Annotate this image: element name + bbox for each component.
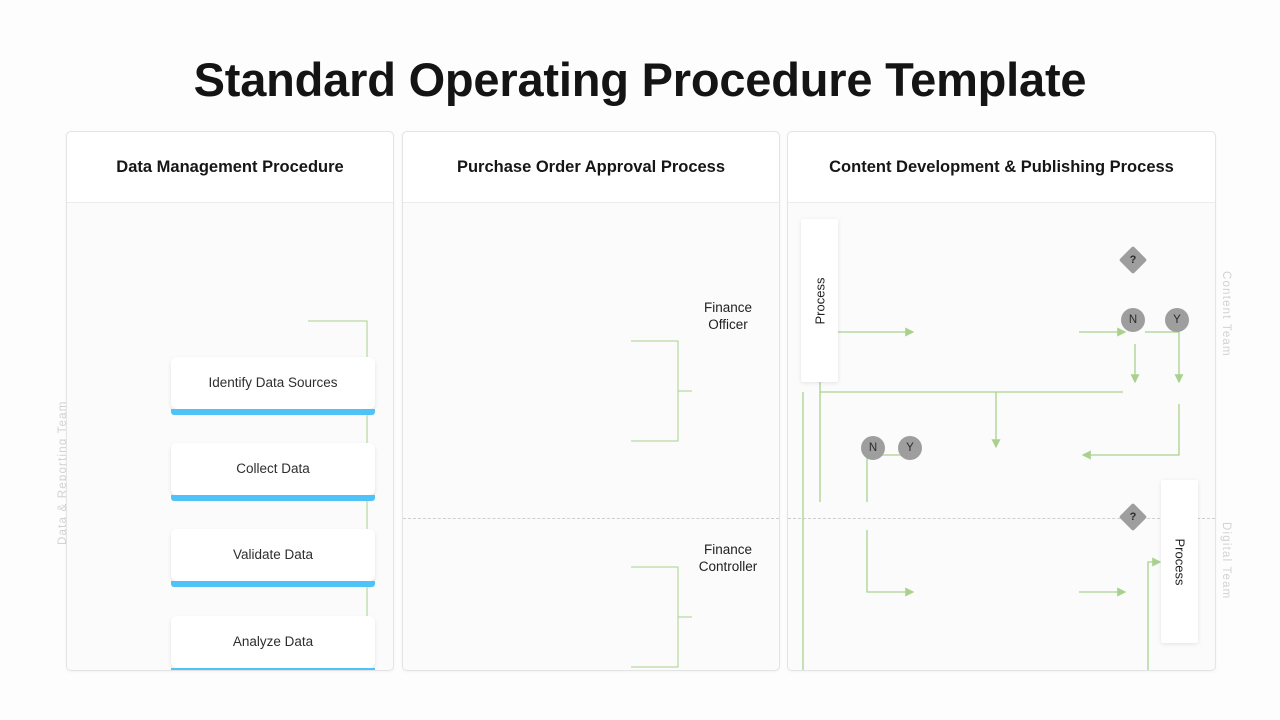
connector-lines-panel2 (631, 340, 692, 668)
decision-mark: Y (1173, 314, 1181, 326)
panel-header-content-publishing: Content Development & Publishing Process (788, 132, 1215, 203)
decision-mark: ? (1129, 254, 1137, 266)
panel-data-management: Data Management Procedure Identify Data … (66, 131, 394, 671)
panel-header-data-management: Data Management Procedure (67, 132, 393, 203)
decision-diamond-develop-content[interactable]: ? (1118, 245, 1148, 275)
role-label-line1: Finance (703, 542, 753, 557)
process-tab-left[interactable]: Process (801, 219, 838, 382)
role-label-line2: Officer (708, 316, 748, 332)
decision-mark: Y (906, 442, 914, 454)
node-accent-bar (171, 409, 375, 415)
process-tab-right[interactable]: Process (1161, 480, 1198, 643)
process-tab-label: Process (1172, 538, 1187, 585)
decision-yes-editorial-review[interactable]: Y (898, 436, 922, 460)
decision-diamond-final-approval[interactable]: ? (1118, 502, 1148, 532)
panel-body-content-publishing: Develop Content Editorial Review Final A… (788, 202, 1215, 670)
decision-no-editorial-review[interactable]: N (861, 436, 885, 460)
page-title: Standard Operating Procedure Template (193, 53, 1087, 106)
lane-label-digital-team: Digital Team (1220, 522, 1232, 600)
role-label-line1: Finance (703, 300, 753, 315)
connector-lines-panel1 (308, 320, 368, 670)
swimlane-divider-panel2 (403, 518, 779, 519)
panel-purchase-order: Purchase Order Approval Process Raise Pu… (402, 131, 780, 671)
node-label: Validate Data (232, 547, 314, 563)
node-label: Identify Data Sources (208, 375, 338, 391)
node-accent-bar (171, 495, 375, 501)
panel-body-purchase-order: Raise Purchase Order Verify Budget Avail… (403, 202, 779, 670)
decision-mark: N (1128, 314, 1138, 326)
node-label: Analyze Data (232, 634, 314, 650)
panel-body-data-management: Identify Data Sources Collect Data Valid… (67, 202, 393, 670)
lane-label-content-team: Content Team (1220, 271, 1232, 357)
node-identify-data-sources[interactable]: Identify Data Sources (171, 357, 375, 415)
node-validate-data[interactable]: Validate Data (171, 529, 375, 587)
role-label-finance-officer: Finance Officer (660, 300, 796, 334)
node-collect-data[interactable]: Collect Data (171, 443, 375, 501)
panel-title: Data Management Procedure (116, 157, 344, 176)
decision-yes-develop-content[interactable]: Y (1165, 308, 1189, 332)
role-label-finance-controller: Finance Controller (660, 542, 796, 576)
connector-lines-panel3 (802, 327, 1184, 670)
decision-no-develop-content[interactable]: N (1121, 308, 1145, 332)
process-tab-label: Process (812, 277, 827, 324)
swimlane-divider-panel3 (788, 518, 1215, 519)
panel-title: Content Development & Publishing Process (829, 157, 1174, 176)
node-analyze-data[interactable]: Analyze Data (171, 616, 375, 670)
node-label: Collect Data (236, 461, 310, 477)
decision-mark: N (868, 442, 878, 454)
decision-mark: ? (1129, 511, 1137, 523)
node-accent-bar (171, 668, 375, 670)
node-accent-bar (171, 581, 375, 587)
panel-header-purchase-order: Purchase Order Approval Process (403, 132, 779, 203)
panel-title: Purchase Order Approval Process (456, 157, 726, 176)
panel-content-publishing: Content Development & Publishing Process (787, 131, 1216, 671)
role-label-line2: Controller (698, 558, 758, 574)
